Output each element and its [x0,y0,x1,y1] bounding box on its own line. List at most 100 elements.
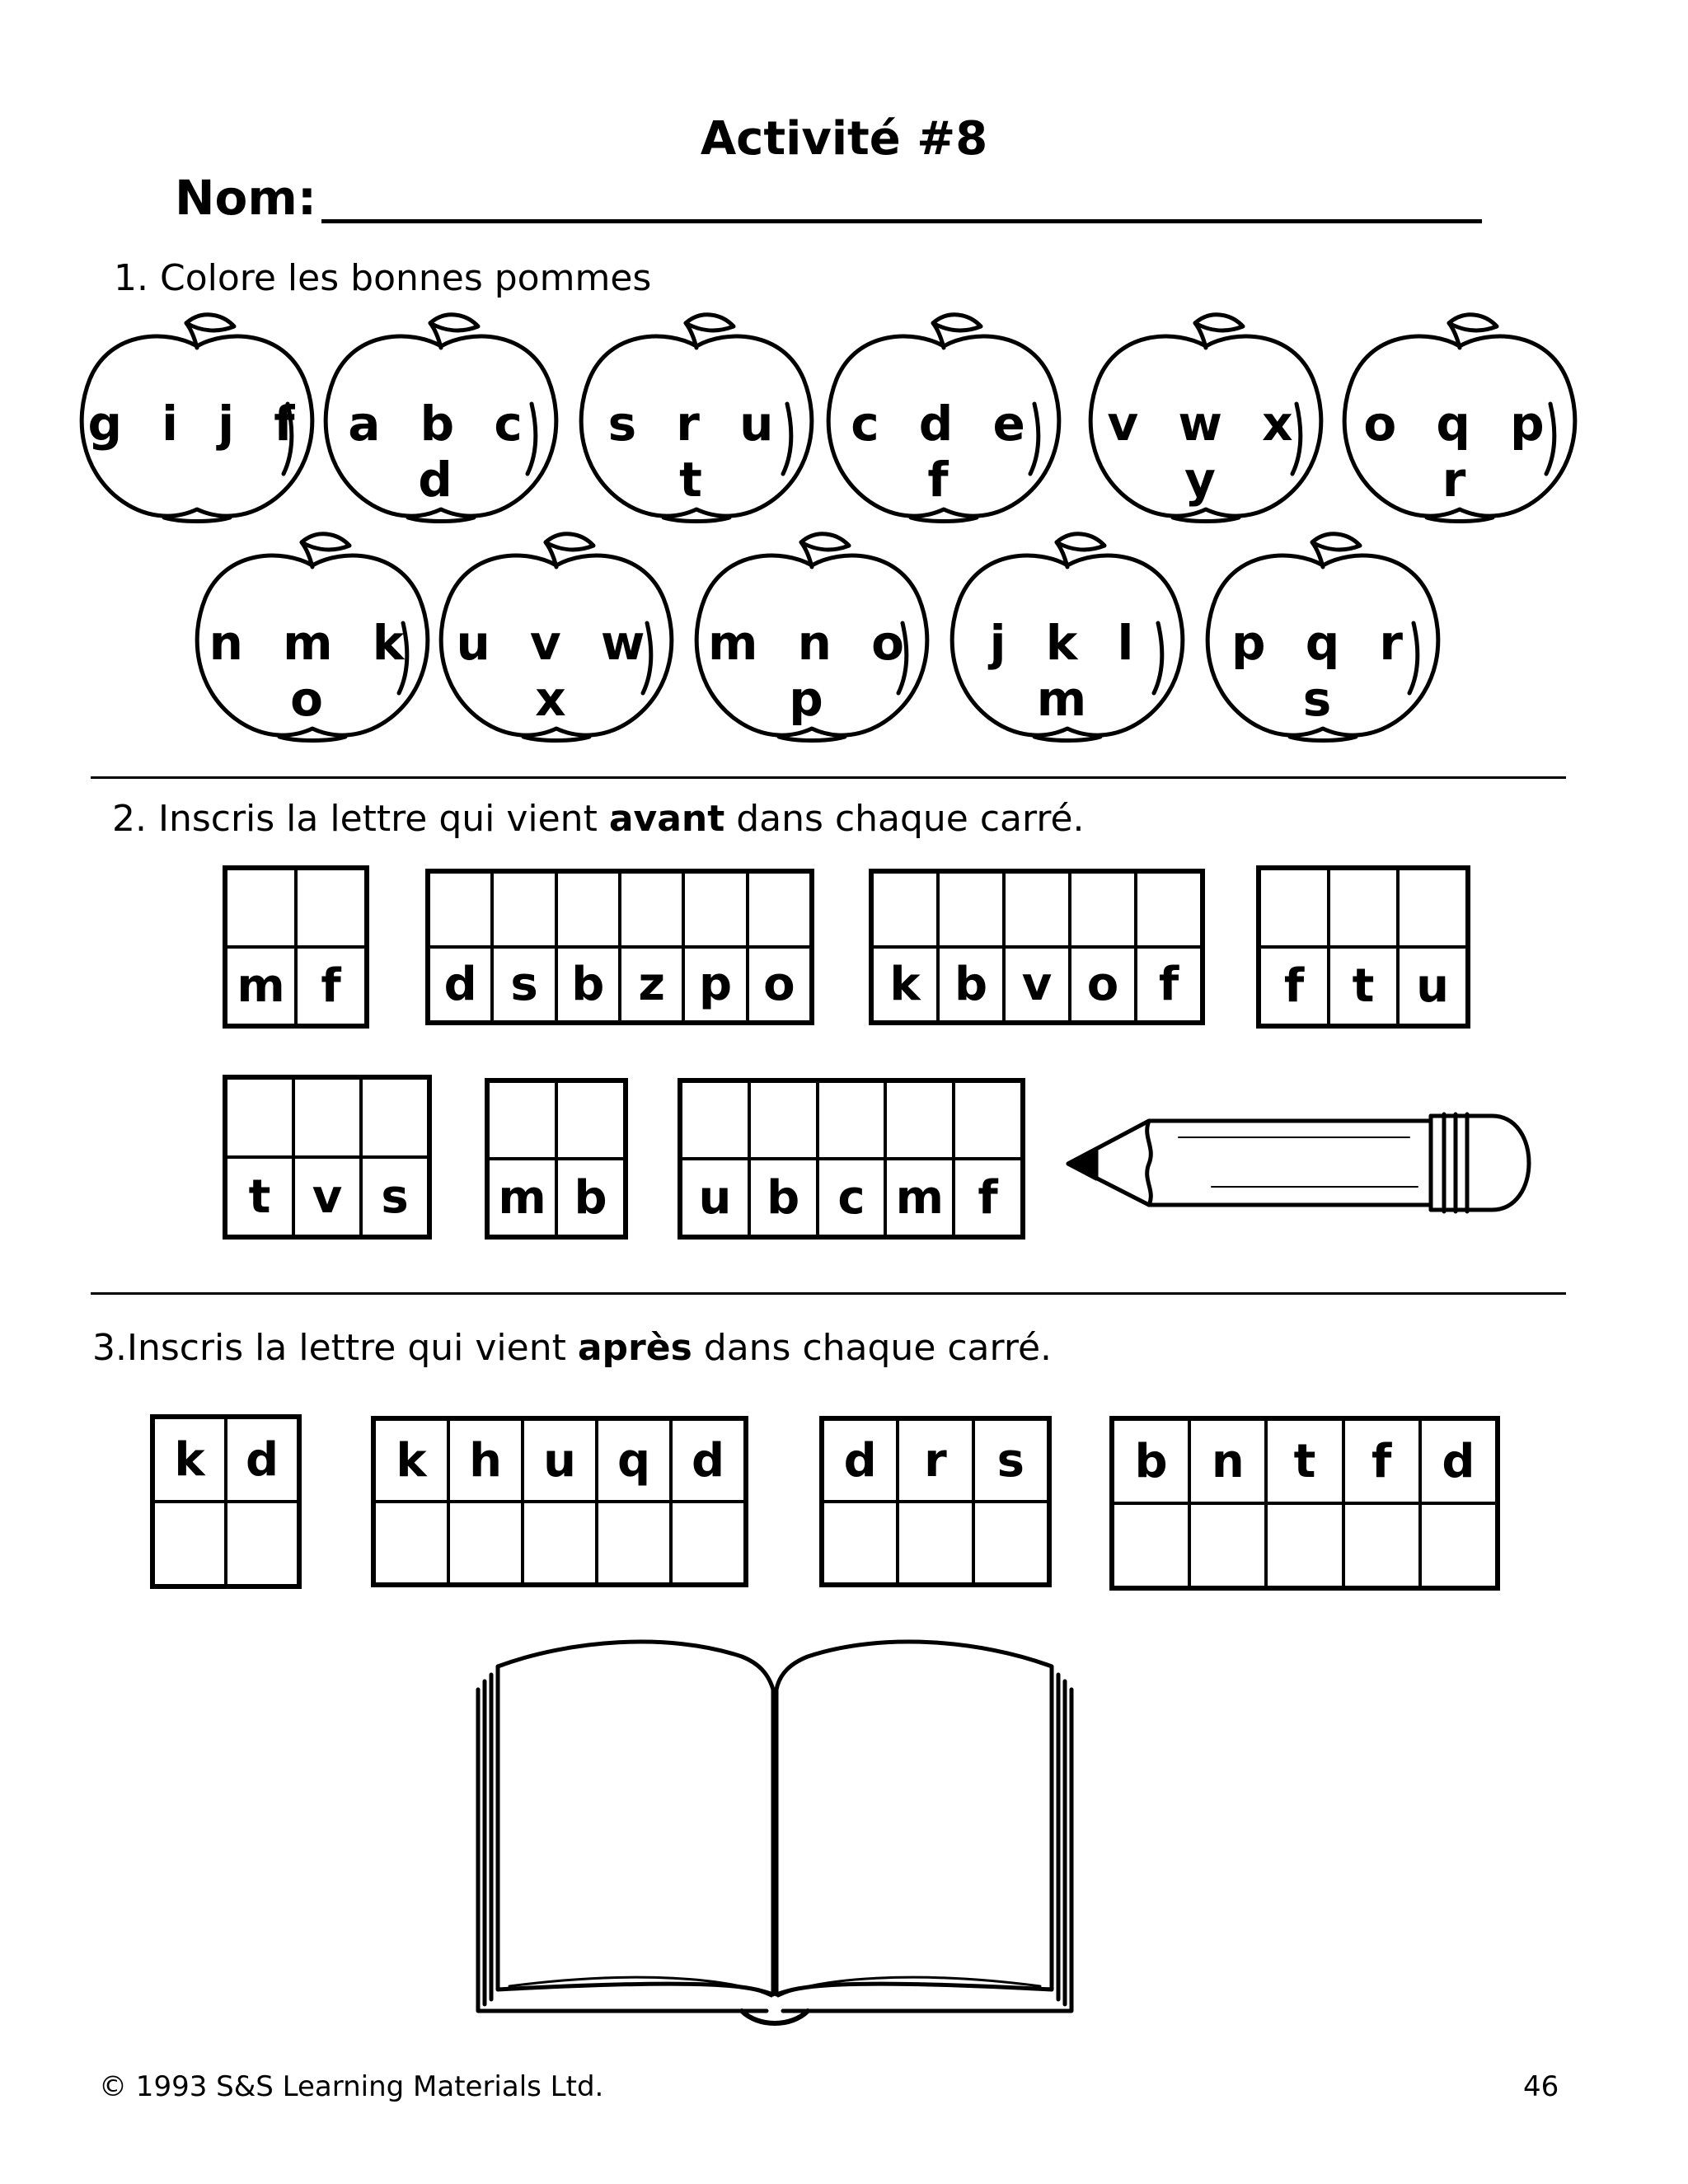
apple[interactable]: g i j f [77,305,316,527]
answer-box[interactable] [226,1502,298,1586]
letter-cell: p [683,947,748,1022]
answer-box[interactable] [748,1081,818,1159]
letter-cell: f [1259,947,1329,1025]
letter-cell: v [1004,947,1070,1022]
letter-cell: k [374,1419,448,1502]
letter-cell: c [817,1159,886,1236]
apple[interactable]: c d e f [824,305,1063,527]
letter-cell: d [226,1418,298,1502]
apple[interactable]: p q r s [1203,524,1442,747]
answer-box[interactable] [361,1078,429,1157]
answer-box[interactable] [153,1502,226,1586]
name-line[interactable] [321,219,1482,223]
apple[interactable]: a b c d [321,305,560,527]
letter-box-group: m f [223,865,369,1029]
answer-box[interactable] [1070,872,1136,947]
answer-box[interactable] [1343,1503,1420,1587]
letter-cell: v [293,1157,361,1236]
letter-cell: t [1329,947,1398,1025]
answer-box[interactable] [556,1081,625,1159]
letter-cell: m [226,947,296,1025]
answer-box[interactable] [954,1081,1022,1159]
answer-box[interactable] [429,872,493,947]
answer-box[interactable] [1419,1503,1497,1587]
answer-box[interactable] [1113,1503,1190,1587]
letter-cell: m [885,1159,954,1236]
letter-cell: h [448,1419,523,1502]
answer-box[interactable] [293,1078,361,1157]
letter-cell: o [747,947,811,1022]
answer-box[interactable] [1259,869,1329,947]
answer-box[interactable] [872,872,938,947]
answer-box[interactable] [523,1502,597,1584]
letter-cell: s [361,1157,429,1236]
apple-letters: a b c d [348,396,534,508]
letter-cell: t [226,1157,293,1236]
letter-box-group: f t u [1256,865,1470,1029]
answer-box[interactable] [448,1502,523,1584]
letter-box-group: d s b z p o [425,869,814,1025]
answer-box[interactable] [1004,872,1070,947]
answer-box[interactable] [1189,1503,1267,1587]
instruction-keyword: après [577,1327,692,1369]
letter-cell: t [1266,1419,1343,1503]
apple[interactable]: n m k o [193,524,432,747]
answer-box[interactable] [556,872,620,947]
letter-cell: d [1419,1419,1497,1503]
letter-cell: d [823,1419,898,1502]
answer-box[interactable] [597,1502,671,1584]
instruction-keyword: avant [608,798,725,840]
answer-box[interactable] [938,872,1004,947]
apple-letters: m n o p [708,615,916,727]
letter-cell: k [153,1418,226,1502]
divider [91,776,1566,779]
answer-box[interactable] [226,869,296,947]
copyright: © 1993 S&S Learning Materials Ltd. [99,2070,604,2103]
apple-area: g i j f a b c d s r u t c d e f v w x y … [0,305,1688,766]
apple-letters: v w x y [1107,396,1305,508]
apple[interactable]: o q p r [1340,305,1579,527]
letter-cell: u [1398,947,1467,1025]
answer-box[interactable] [671,1502,745,1584]
answer-box[interactable] [823,1502,898,1584]
apple[interactable]: u v w x [437,524,676,747]
answer-box[interactable] [681,1081,749,1159]
page-title: Activité #8 [700,112,988,166]
answer-box[interactable] [1329,869,1398,947]
answer-box[interactable] [226,1078,293,1157]
answer-box[interactable] [488,1081,556,1159]
answer-box[interactable] [1266,1503,1343,1587]
apple[interactable]: m n o p [692,524,931,747]
instruction-text: dans chaque carré. [703,1327,1053,1369]
apple[interactable]: s r u t [577,305,816,527]
letter-cell: r [898,1419,973,1502]
instruction-text: dans chaque carré. [736,798,1085,840]
answer-box[interactable] [296,869,366,947]
apple-letters: g i j f [87,396,307,452]
section1-instruction: 1. Colore les bonnes pommes [114,257,652,299]
letter-box-group: m b [485,1078,628,1240]
answer-box[interactable] [817,1081,886,1159]
letter-cell: q [597,1419,671,1502]
answer-box[interactable] [620,872,684,947]
answer-box[interactable] [898,1502,973,1584]
answer-box[interactable] [973,1502,1048,1584]
letter-box-group: b n t f d [1109,1416,1500,1591]
answer-box[interactable] [492,872,556,947]
answer-box[interactable] [1398,869,1467,947]
letter-cell: s [492,947,556,1022]
apple[interactable]: v w x y [1086,305,1325,527]
answer-box[interactable] [374,1502,448,1584]
apple[interactable]: j k l m [948,524,1187,747]
answer-box[interactable] [683,872,748,947]
answer-box[interactable] [885,1081,954,1159]
letter-box-group: u b c m f [678,1078,1025,1240]
section3-instruction: 3.Inscris la lettre qui vient après dans… [92,1327,1052,1369]
apple-letters: o q p r [1363,396,1556,508]
answer-box[interactable] [1136,872,1202,947]
page-number: 46 [1523,2070,1559,2103]
letter-cell: b [1113,1419,1190,1503]
letter-cell: o [1070,947,1136,1022]
letter-cell: f [954,1159,1022,1236]
answer-box[interactable] [747,872,811,947]
